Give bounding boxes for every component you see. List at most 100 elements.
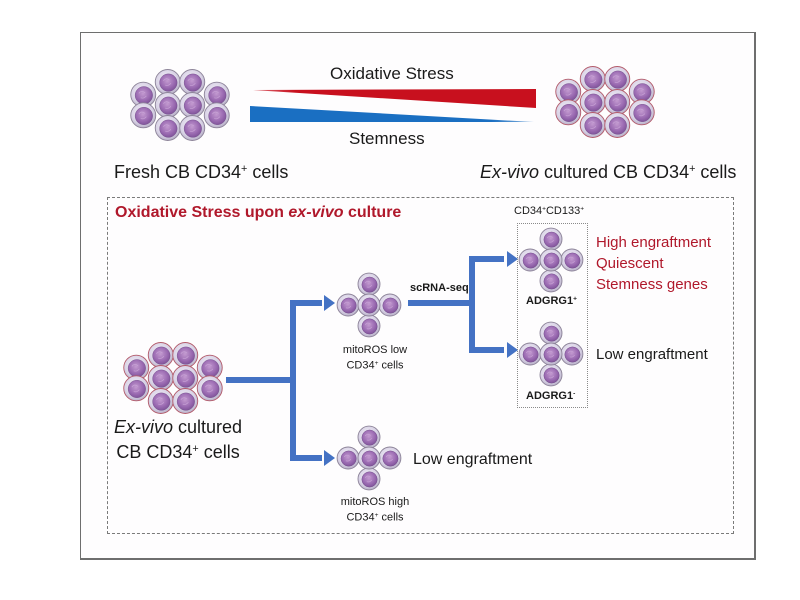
mito-high-cells-cluster xyxy=(336,425,402,491)
scrna-seq-label: scRNA-seq xyxy=(410,282,469,294)
gradient-top-label: Oxidative Stress xyxy=(330,64,454,83)
mito-high-label-line1: mitoROS high xyxy=(340,496,410,508)
cell-icon xyxy=(357,425,381,449)
cell-icon xyxy=(336,446,360,470)
mito-high-label-line2: CD34+ cells xyxy=(335,509,415,525)
source-cells-label-line2-text: CB CD34 xyxy=(116,441,193,462)
source-cells-label: Ex-vivo cultured CB CD34+ cells xyxy=(114,416,242,463)
cell-icon xyxy=(539,363,563,387)
cell-icon xyxy=(196,354,223,381)
culture-panel-title-prefix: Oxidative Stress upon xyxy=(115,204,289,221)
mito-high-label-suffix: cells xyxy=(378,511,404,524)
cell-icon xyxy=(555,99,582,126)
adgrg1-neg-sup: - xyxy=(573,390,576,398)
mito-high-label-line2-text: CD34 xyxy=(346,511,375,524)
fresh-cells-label-text: Fresh CB CD34 xyxy=(114,162,242,182)
subset-header-sup1: + xyxy=(542,205,546,213)
cd34-cd133-subset-box xyxy=(517,223,588,408)
adgrg1-pos-cells-cluster xyxy=(518,227,584,293)
subset-header-cd133: CD133 xyxy=(545,205,581,217)
cell-icon xyxy=(579,66,606,92)
cell-icon xyxy=(518,342,542,366)
source-cells-label-suffix: cells xyxy=(198,441,240,462)
adgrg1-pos-text: ADGRG1 xyxy=(526,295,574,307)
adgrg1-neg-cells-cluster xyxy=(518,321,584,387)
cell-icon xyxy=(518,248,542,272)
cell-icon xyxy=(147,365,174,391)
cell-icon xyxy=(539,321,563,345)
mito-high-label-sup: + xyxy=(374,512,379,519)
cell-icon xyxy=(154,115,181,141)
fresh-cells-label-sup: + xyxy=(241,163,248,176)
cell-icon xyxy=(539,227,563,251)
cell-icon xyxy=(179,92,206,118)
subset-header-cd34: CD34 xyxy=(514,205,543,217)
cell-icon xyxy=(203,81,230,108)
cell-icon xyxy=(123,375,150,402)
cultured-cells-label: Ex-vivo cultured CB CD34+ cells xyxy=(480,162,736,183)
cultured-cells-cluster xyxy=(555,66,655,138)
cell-icon xyxy=(203,102,230,129)
adgrg1-neg-label: ADGRG1- xyxy=(526,390,575,402)
culture-panel-title-suffix: culture xyxy=(343,204,402,221)
cell-icon xyxy=(172,365,199,391)
cell-icon xyxy=(130,81,157,108)
source-cells-cluster xyxy=(123,342,223,414)
source-cells-label-line1-text: cultured xyxy=(173,417,243,437)
cultured-cells-label-italic: Ex-vivo xyxy=(480,162,540,182)
pos-outcome-quiescent: Quiescent xyxy=(596,255,664,272)
fresh-cells-label: Fresh CB CD34+ cells xyxy=(114,162,288,183)
cell-icon xyxy=(154,69,181,95)
cell-icon xyxy=(179,69,206,95)
culture-panel-title-italic: ex-vivo xyxy=(288,204,344,221)
cultured-cells-label-suffix: cells xyxy=(695,162,737,182)
oxidative-stress-wedge xyxy=(253,89,536,108)
cell-icon xyxy=(378,293,402,317)
cell-icon xyxy=(604,66,631,92)
cell-icon xyxy=(154,92,181,118)
cell-icon xyxy=(357,293,381,317)
to-adgrg1-neg-arrowhead xyxy=(507,342,518,358)
cell-icon xyxy=(539,342,563,366)
pos-outcome-stemness-genes: Stemness genes xyxy=(596,276,708,293)
cell-icon xyxy=(336,293,360,317)
cell-icon xyxy=(172,388,199,414)
cultured-cells-label-text: cultured CB CD34 xyxy=(539,162,690,182)
mito-low-cells-cluster xyxy=(336,272,402,338)
cell-icon xyxy=(628,78,655,105)
to-mito-low-arrowhead xyxy=(324,295,335,311)
mito-low-label-line2: CD34+ cells xyxy=(335,357,415,373)
gradient-bottom-label: Stemness xyxy=(349,129,425,148)
stemness-wedge xyxy=(250,106,534,122)
cell-icon xyxy=(179,115,206,141)
source-cells-label-sup: + xyxy=(192,443,199,455)
mito-high-label: mitoROS high CD34+ cells xyxy=(335,495,415,525)
to-mito-high-arrowhead xyxy=(324,450,335,466)
subset-header-sup2: + xyxy=(580,205,585,213)
adgrg1-neg-text: ADGRG1 xyxy=(526,390,574,402)
fresh-cells-cluster xyxy=(130,69,230,141)
cell-icon xyxy=(560,248,584,272)
fresh-cells-label-suffix: cells xyxy=(247,162,289,182)
source-cells-label-line1: Ex-vivo cultured xyxy=(114,416,242,438)
mito-low-label-line2-text: CD34 xyxy=(346,359,375,372)
cultured-cells-label-sup: + xyxy=(689,163,696,176)
culture-panel-title: Oxidative Stress upon ex-vivo culture xyxy=(115,204,401,222)
cell-icon xyxy=(539,269,563,293)
adgrg1-pos-label: ADGRG1+ xyxy=(526,295,577,307)
cell-icon xyxy=(196,375,223,402)
source-cells-label-line2: CB CD34+ cells xyxy=(114,438,242,463)
source-cells-label-italic: Ex-vivo xyxy=(114,417,174,437)
cell-icon xyxy=(130,102,157,129)
cell-icon xyxy=(539,248,563,272)
mito-low-label-line1: mitoROS low xyxy=(342,344,408,356)
pos-outcome-high-engraftment: High engraftment xyxy=(596,234,712,251)
mito-low-label: mitoROS low CD34+ cells xyxy=(335,343,415,373)
cell-icon xyxy=(555,78,582,105)
cell-icon xyxy=(147,388,174,414)
subset-header: CD34+CD133+ xyxy=(514,205,584,217)
cell-icon xyxy=(628,99,655,126)
cell-icon xyxy=(560,342,584,366)
cell-icon xyxy=(579,89,606,115)
